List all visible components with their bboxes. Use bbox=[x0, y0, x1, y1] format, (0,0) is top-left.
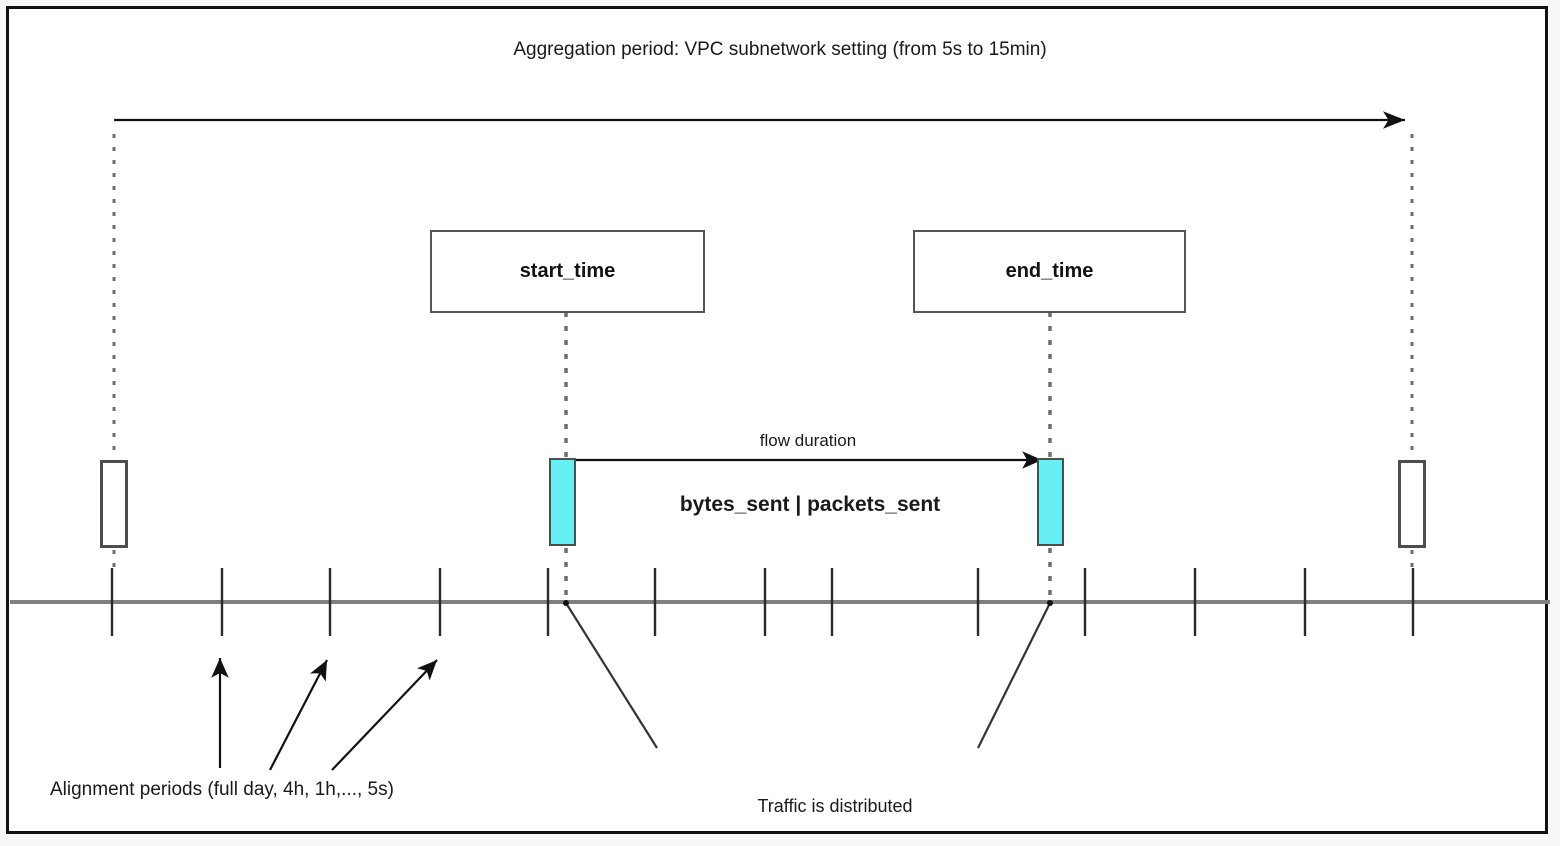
aggregation-period-title: Aggregation period: VPC subnetwork setti… bbox=[513, 39, 1047, 60]
end-time-label: end_time bbox=[1005, 260, 1094, 282]
traffic-distribution-note: Traffic is distributed proportionally am… bbox=[690, 750, 980, 846]
aggregation-window-start-marker bbox=[100, 460, 128, 548]
flow-start-bar bbox=[549, 458, 576, 546]
metrics-label: bytes_sent | packets_sent bbox=[679, 493, 941, 516]
traffic-distribution-note-line-1: Traffic is distributed bbox=[757, 796, 913, 816]
start-time-box: start_time bbox=[430, 230, 705, 313]
aggregation-window-end-marker bbox=[1398, 460, 1426, 548]
end-time-box: end_time bbox=[913, 230, 1186, 313]
start-time-label: start_time bbox=[519, 260, 616, 282]
flow-duration-label: flow duration bbox=[759, 431, 857, 450]
alignment-periods-label: Alignment periods (full day, 4h, 1h,...,… bbox=[50, 779, 394, 800]
flow-end-bar bbox=[1037, 458, 1064, 546]
diagram-frame bbox=[6, 6, 1548, 834]
